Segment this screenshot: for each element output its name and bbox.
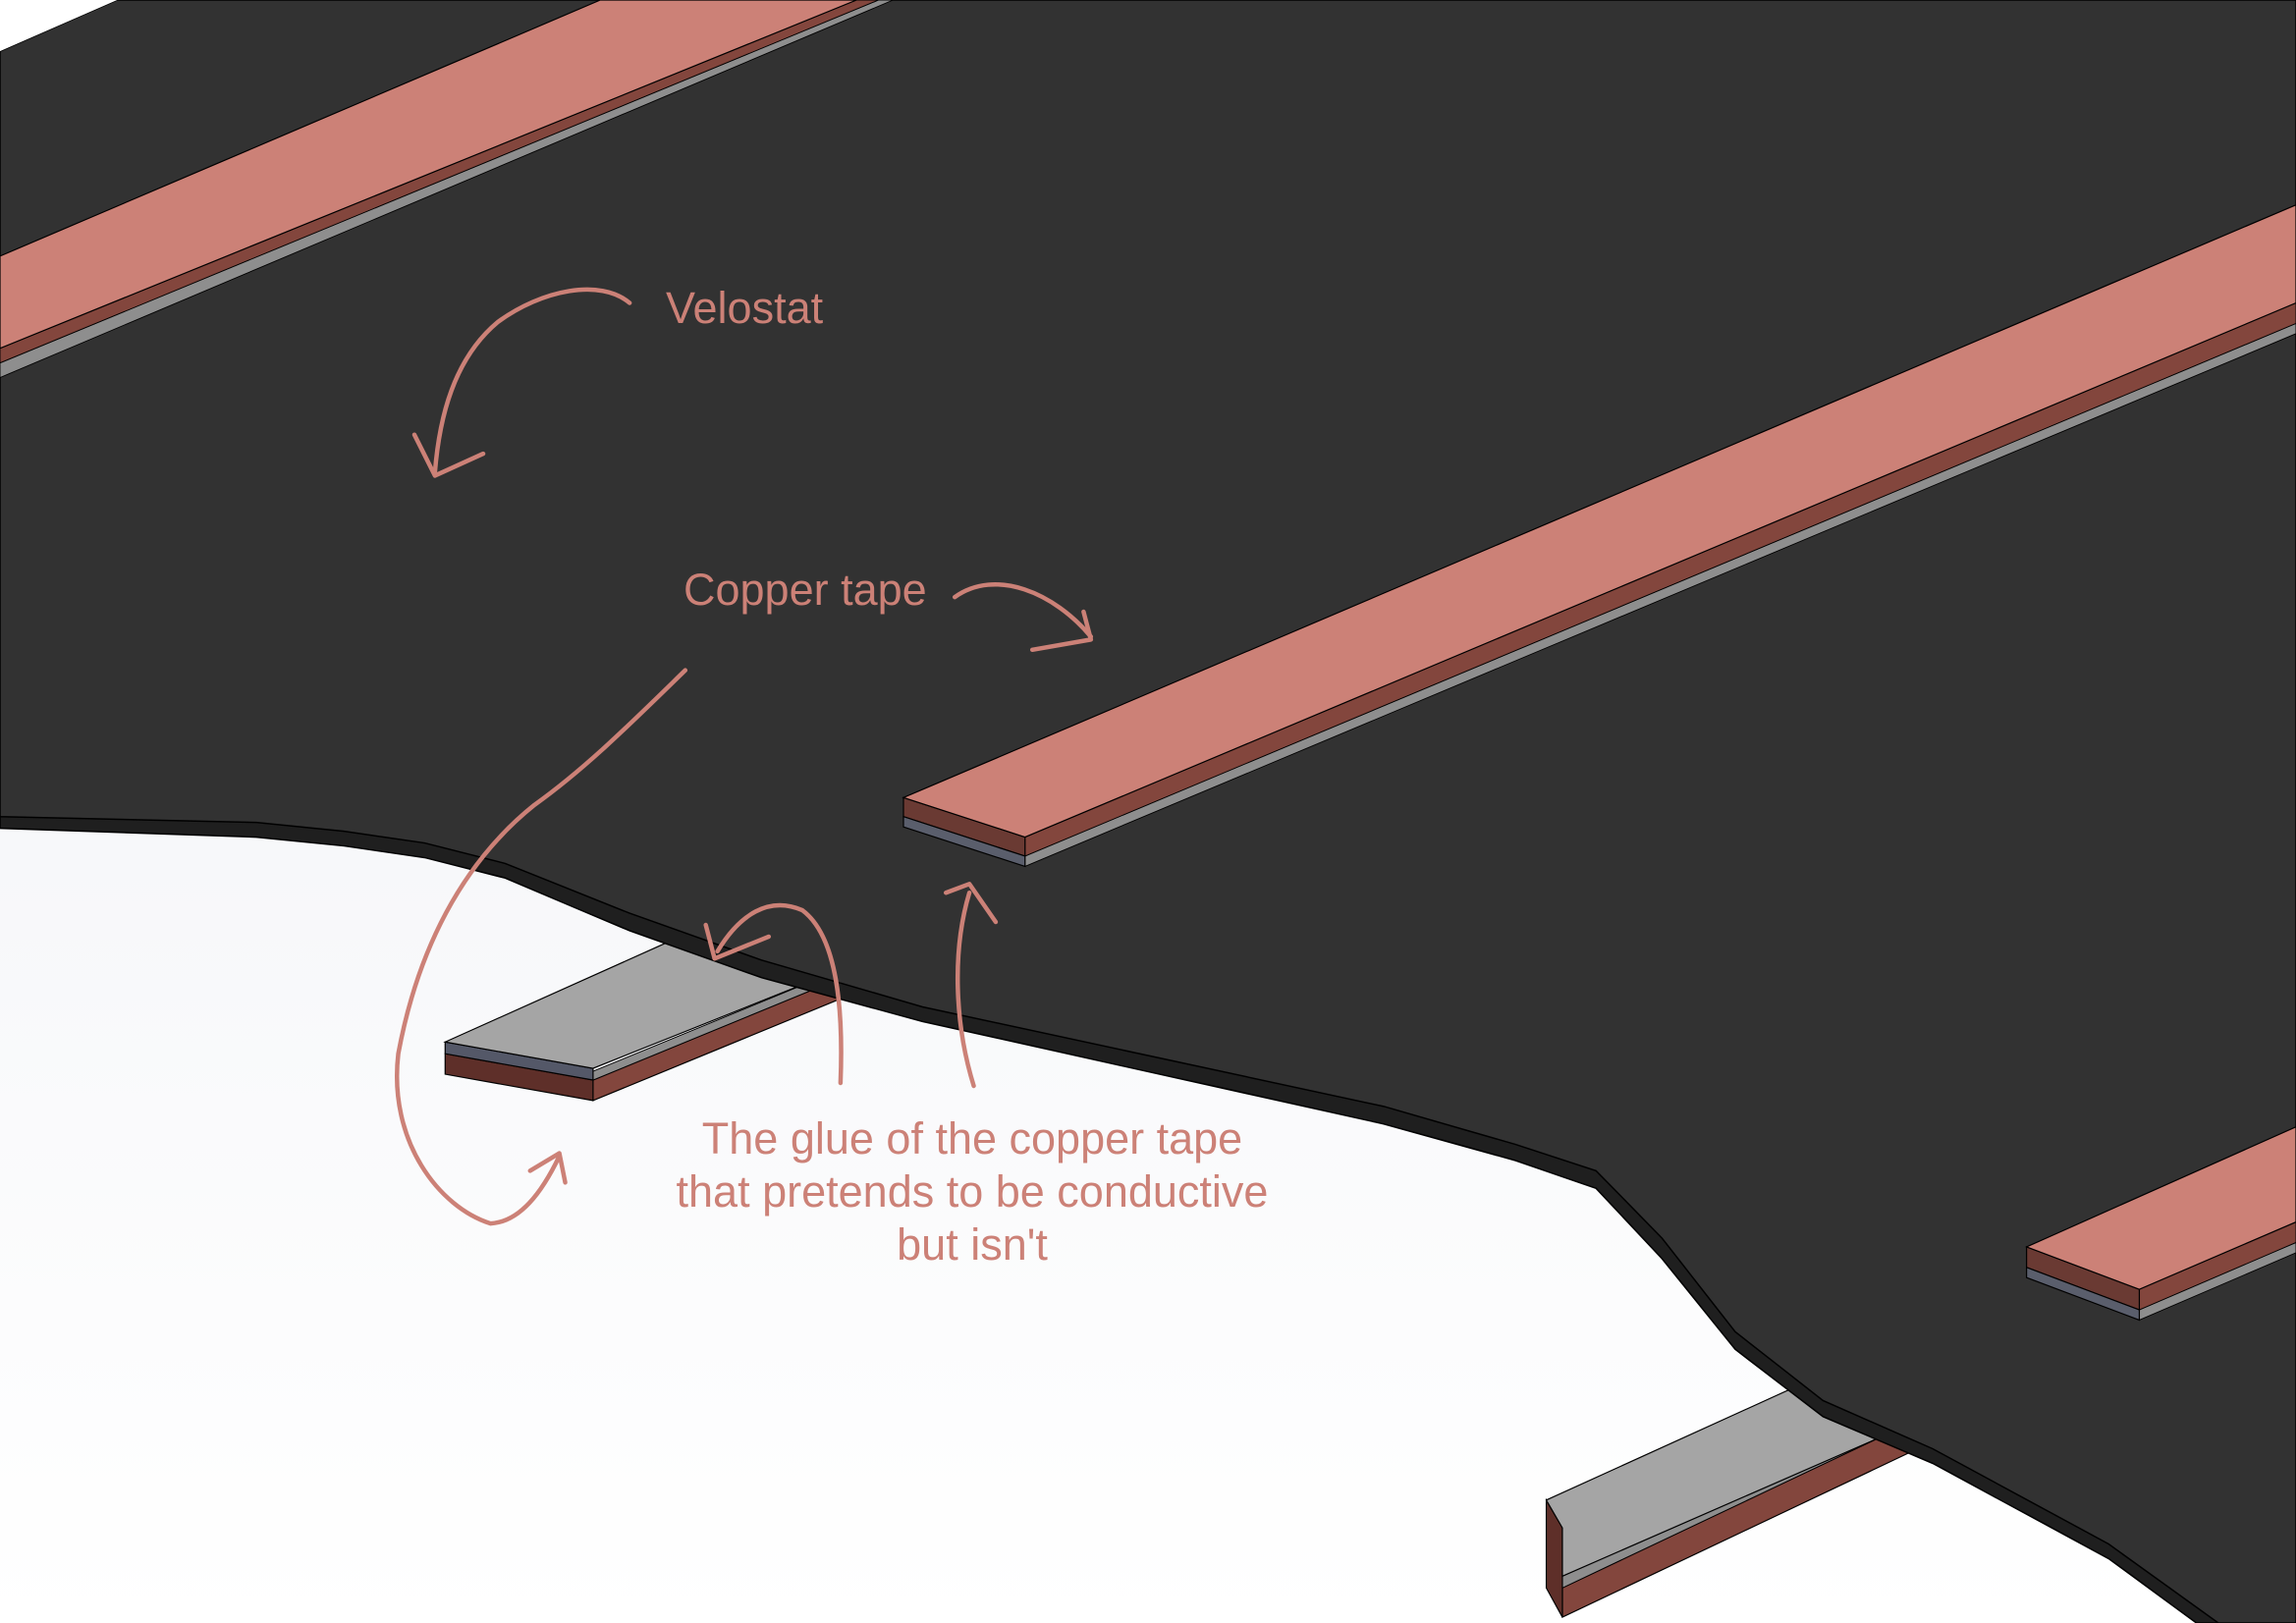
glue-arrowhead-right-icon <box>943 882 999 925</box>
glue-annotation-line-3: but isn't <box>897 1219 1048 1270</box>
background-corner <box>0 0 118 52</box>
copper-tape-long-arrowhead-icon <box>527 1151 568 1185</box>
glue-annotation-line-2: that pretends to be conductive <box>676 1166 1269 1217</box>
glue-arrowhead-left-icon <box>703 922 772 961</box>
copper-tape-long-arrow-icon <box>395 668 688 1226</box>
bottom-copper-tape-right <box>1545 1389 1950 1618</box>
top-copper-tape-3 <box>2025 1126 2296 1322</box>
glue-arrow-right-icon <box>955 890 976 1089</box>
glue-annotation-line-1: The glue of the copper tape <box>701 1113 1243 1163</box>
copper-tape-label: Copper tape <box>683 565 927 615</box>
velostat-arrow-icon <box>432 287 632 475</box>
velostat-label: Velostat <box>666 283 824 333</box>
glue-annotation: The glue of the copper tape that pretend… <box>668 1112 1277 1271</box>
top-copper-tape-2 <box>902 204 2296 868</box>
velostat-arrowhead-icon <box>411 432 486 478</box>
top-copper-tape-1 <box>0 0 894 379</box>
copper-tape-arrow-icon <box>952 582 1094 639</box>
glue-arrow-left-icon <box>715 902 844 1086</box>
copper-tape-arrowhead-icon <box>1029 609 1094 653</box>
